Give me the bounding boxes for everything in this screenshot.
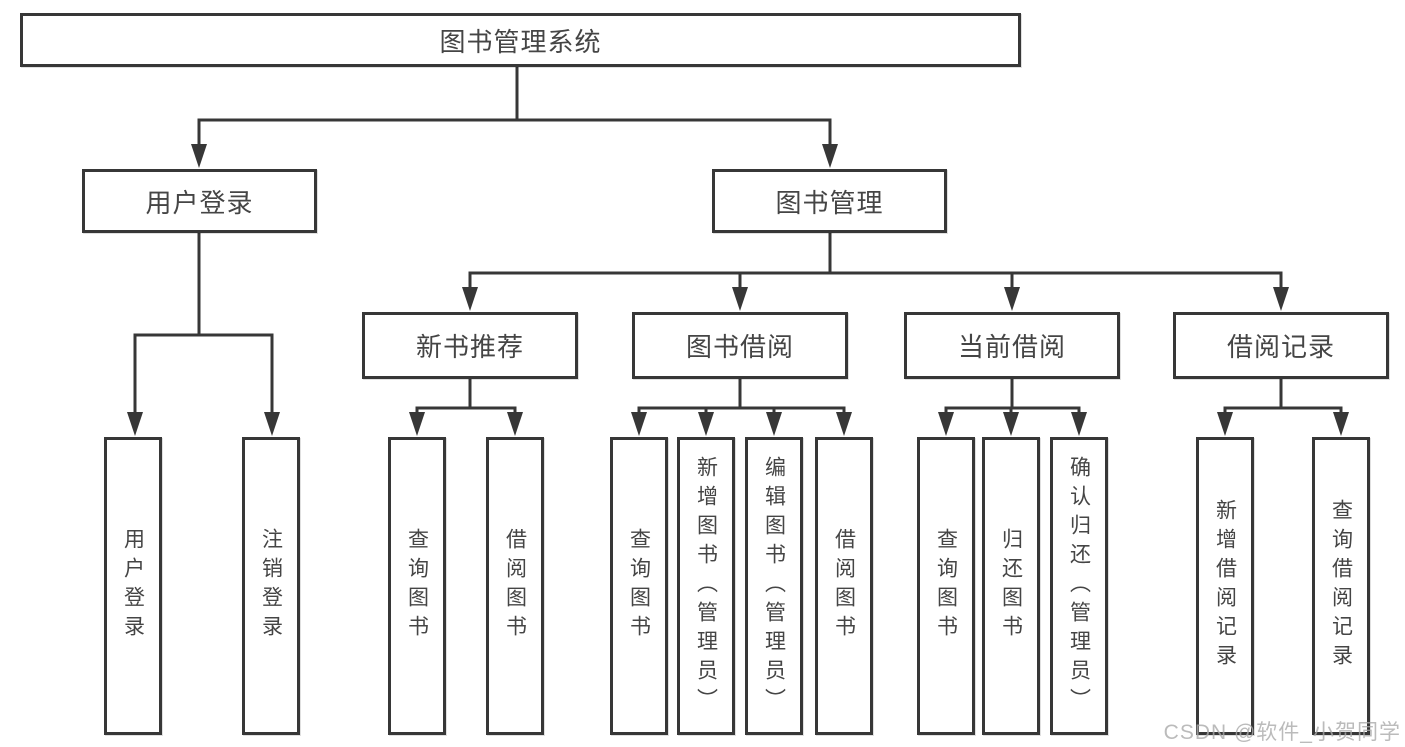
leaf-confirm-return-admin: 确认归还（管理员） (1050, 437, 1108, 735)
node-book-borrowing: 图书借阅 (632, 312, 848, 379)
node-user-login: 用户登录 (82, 169, 317, 233)
node-new-book-recommend: 新书推荐 (362, 312, 578, 379)
csdn-watermark: CSDN @软件_小贺同学 (1163, 721, 1401, 744)
node-book-management: 图书管理 (712, 169, 947, 233)
leaf-query-books-borrow: 查询图书 (610, 437, 668, 735)
leaf-add-book-admin: 新增图书（管理员） (677, 437, 735, 735)
leaf-return-book: 归还图书 (982, 437, 1040, 735)
leaf-logout: 注销登录 (242, 437, 300, 735)
leaf-query-books-current: 查询图书 (917, 437, 975, 735)
node-current-borrowing: 当前借阅 (904, 312, 1120, 379)
leaf-query-books-recommend: 查询图书 (388, 437, 446, 735)
leaf-query-borrow-record: 查询借阅记录 (1312, 437, 1370, 735)
leaf-user-login: 用户登录 (104, 437, 162, 735)
leaf-borrow-books-recommend: 借阅图书 (486, 437, 544, 735)
leaf-add-borrow-record: 新增借阅记录 (1196, 437, 1254, 735)
node-borrowing-records: 借阅记录 (1173, 312, 1389, 379)
node-library-system: 图书管理系统 (20, 13, 1021, 67)
leaf-borrow-books: 借阅图书 (815, 437, 873, 735)
leaf-edit-book-admin: 编辑图书（管理员） (745, 437, 803, 735)
